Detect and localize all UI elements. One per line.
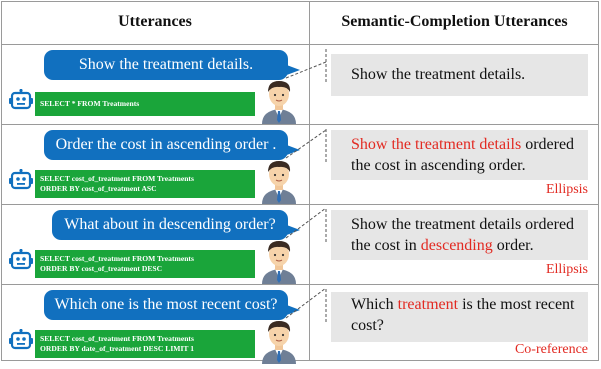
sql-query-box: SELECT cost_of_treatment FROM Treatments…: [35, 250, 255, 278]
utterance-bubble: What about in descending order?: [52, 210, 300, 240]
utterance-bubble: Which one is the most recent cost?: [44, 290, 300, 320]
person-avatar-icon: [258, 238, 300, 284]
header-divider: [1, 44, 599, 45]
person-avatar-icon: [258, 78, 300, 124]
header-semantic-completion: Semantic-Completion Utterances: [341, 13, 568, 30]
completed-span-highlight: descending: [420, 237, 493, 254]
completion-box: [331, 54, 588, 96]
sql-line: SELECT cost_of_treatment FROM Treatments: [40, 334, 194, 343]
phenomenon-tag: Ellipsis: [545, 262, 588, 277]
sql-line: ORDER BY cost_of_treatment DESC: [40, 264, 163, 273]
completion-text: Which treatment is the most recent cost?: [351, 294, 591, 336]
phenomenon-tag: Co-reference: [514, 342, 588, 357]
completion-text: Show the treatment details ordered the c…: [351, 134, 591, 176]
completion-box: [331, 210, 588, 260]
completion-span: ordered the cost in ascending order.: [351, 136, 575, 174]
completion-span: Show the treatment details.: [351, 66, 526, 83]
utterance-bubble: Order the cost in ascending order .: [44, 130, 300, 160]
completion-span: order.: [492, 237, 534, 254]
sql-query-box: SELECT cost_of_treatment FROM Treatments…: [35, 330, 255, 358]
sql-line: ORDER BY date_of_treatment DESC LIMIT 1: [40, 344, 195, 353]
sql-query-box: SELECT cost_of_treatment FROM Treatments…: [35, 170, 255, 198]
utterance-bubble: Show the treatment details.: [44, 50, 300, 80]
robot-icon: [9, 248, 33, 271]
completion-span: Which: [351, 296, 398, 313]
table-frame: [1, 1, 599, 361]
completion-box: [331, 130, 588, 180]
row-divider: [1, 284, 599, 285]
row-divider: [1, 204, 599, 205]
robot-icon: [9, 168, 33, 191]
person-avatar-icon: [258, 158, 300, 204]
completion-box: [331, 292, 588, 342]
sql-line: SELECT * FROM Treatments: [40, 99, 140, 108]
completion-span: Show the treatment details ordered the c…: [351, 216, 575, 254]
completion-text: Show the treatment details.: [351, 64, 591, 85]
completed-span-highlight: treatment: [397, 296, 459, 313]
phenomenon-tag: Ellipsis: [545, 182, 588, 197]
header-utterances: Utterances: [118, 13, 192, 30]
sql-query-box: SELECT * FROM Treatments: [35, 92, 255, 116]
completed-span-highlight: Show the treatment details: [351, 136, 522, 153]
robot-icon: [9, 88, 33, 111]
sql-line: SELECT cost_of_treatment FROM Treatments: [40, 254, 194, 263]
completion-text: Show the treatment details ordered the c…: [351, 214, 591, 256]
sql-line: SELECT cost_of_treatment FROM Treatments: [40, 174, 194, 183]
sql-line: ORDER BY cost_of_treatment ASC: [40, 184, 157, 193]
row-divider: [1, 124, 599, 125]
completion-span: is the most recent cost?: [351, 296, 575, 334]
robot-icon: [9, 328, 33, 351]
person-avatar-icon: [258, 318, 300, 364]
column-divider: [309, 1, 310, 361]
